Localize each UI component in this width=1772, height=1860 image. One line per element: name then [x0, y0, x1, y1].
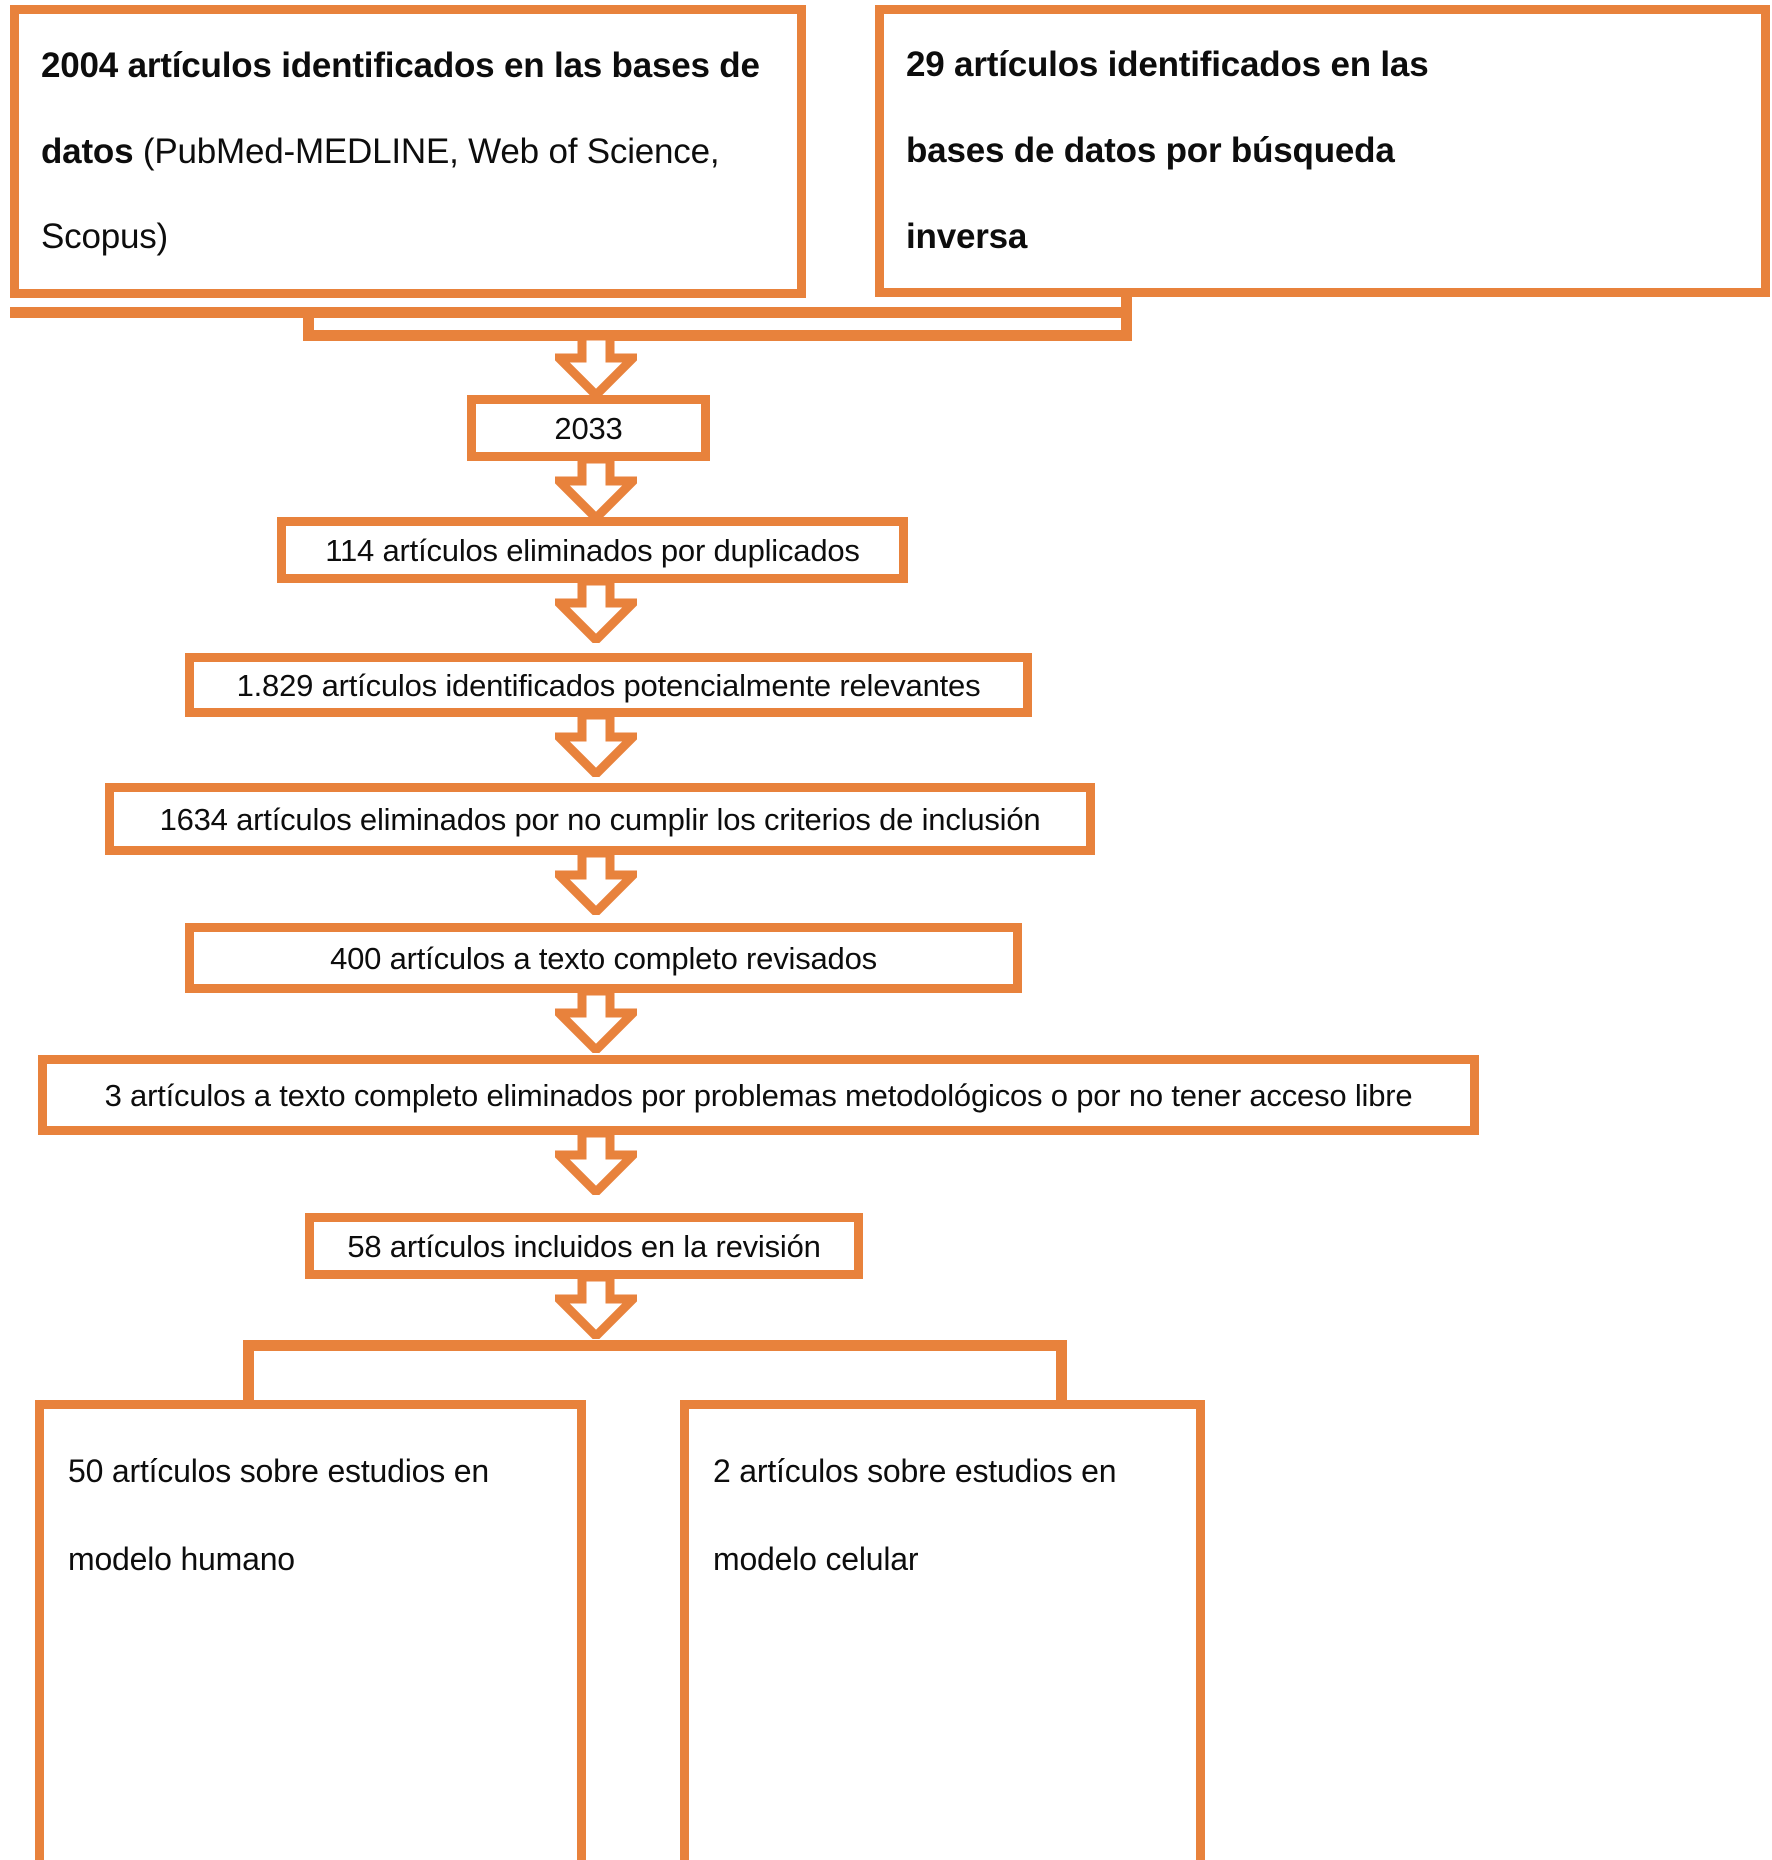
arrow-relevant-to-criteria	[555, 715, 637, 777]
arrow-total-to-duplicates	[555, 459, 637, 521]
node-potentially-relevant-text: 1.829 artículos identificados potencialm…	[236, 667, 981, 703]
arrow-merge-to-total	[555, 336, 637, 398]
node-source-reverse[interactable]: 29 artículos identificados en las bases …	[875, 5, 1770, 297]
arrow-criteria-to-fulltext	[555, 853, 637, 915]
node-criteria-removed[interactable]: 1634 artículos eliminados por no cumplir…	[105, 783, 1095, 855]
node-human-model-text: 50 artículos sobre estudios en modelo hu…	[68, 1453, 489, 1577]
connector-merge-right-drop	[1121, 296, 1132, 341]
node-duplicates-removed-text: 114 artículos eliminados por duplicados	[325, 532, 860, 568]
connector-split-right-drop	[1056, 1340, 1067, 1404]
node-fulltext-removed-text: 3 artículos a texto completo eliminados …	[104, 1077, 1413, 1113]
node-cell-model[interactable]: 2 artículos sobre estudios en modelo cel…	[680, 1400, 1205, 1860]
node-source-reverse-text: 29 artículos identificados en las bases …	[906, 45, 1429, 256]
node-included-text: 58 artículos incluidos en la revisión	[347, 1228, 821, 1264]
source-databases-bold: 2004 artículos identificados en las base…	[41, 45, 760, 171]
node-merged-total[interactable]: 2033	[467, 395, 710, 461]
arrow-duplicates-to-relevant	[555, 581, 637, 643]
node-human-model[interactable]: 50 artículos sobre estudios en modelo hu…	[35, 1400, 586, 1860]
node-source-databases-text: 2004 artículos identificados en las base…	[19, 23, 797, 280]
connector-merge-left-drop	[303, 307, 314, 341]
node-fulltext-reviewed-text: 400 artículos a texto completo revisados	[330, 940, 877, 976]
node-duplicates-removed[interactable]: 114 artículos eliminados por duplicados	[277, 517, 908, 583]
arrow-fulltext-to-removed	[555, 991, 637, 1053]
connector-split-left-drop	[243, 1340, 254, 1404]
node-criteria-removed-text: 1634 artículos eliminados por no cumplir…	[159, 801, 1041, 837]
arrow-removed-to-included	[555, 1133, 637, 1195]
node-potentially-relevant[interactable]: 1.829 artículos identificados potencialm…	[185, 653, 1032, 717]
arrow-included-to-split	[555, 1277, 637, 1339]
source-databases-regular: (PubMed-MEDLINE, Web of Science, Scopus)	[41, 131, 720, 257]
node-fulltext-reviewed[interactable]: 400 artículos a texto completo revisados	[185, 923, 1022, 993]
connector-merge-bus	[303, 330, 1132, 341]
node-source-databases[interactable]: 2004 artículos identificados en las base…	[10, 5, 806, 298]
connector-merge-left-rule	[10, 307, 1132, 318]
node-included[interactable]: 58 artículos incluidos en la revisión	[305, 1213, 863, 1279]
node-fulltext-removed[interactable]: 3 artículos a texto completo eliminados …	[38, 1055, 1479, 1135]
connector-split-bus	[243, 1340, 1067, 1351]
node-cell-model-text: 2 artículos sobre estudios en modelo cel…	[713, 1453, 1117, 1577]
node-merged-total-text: 2033	[554, 410, 623, 446]
